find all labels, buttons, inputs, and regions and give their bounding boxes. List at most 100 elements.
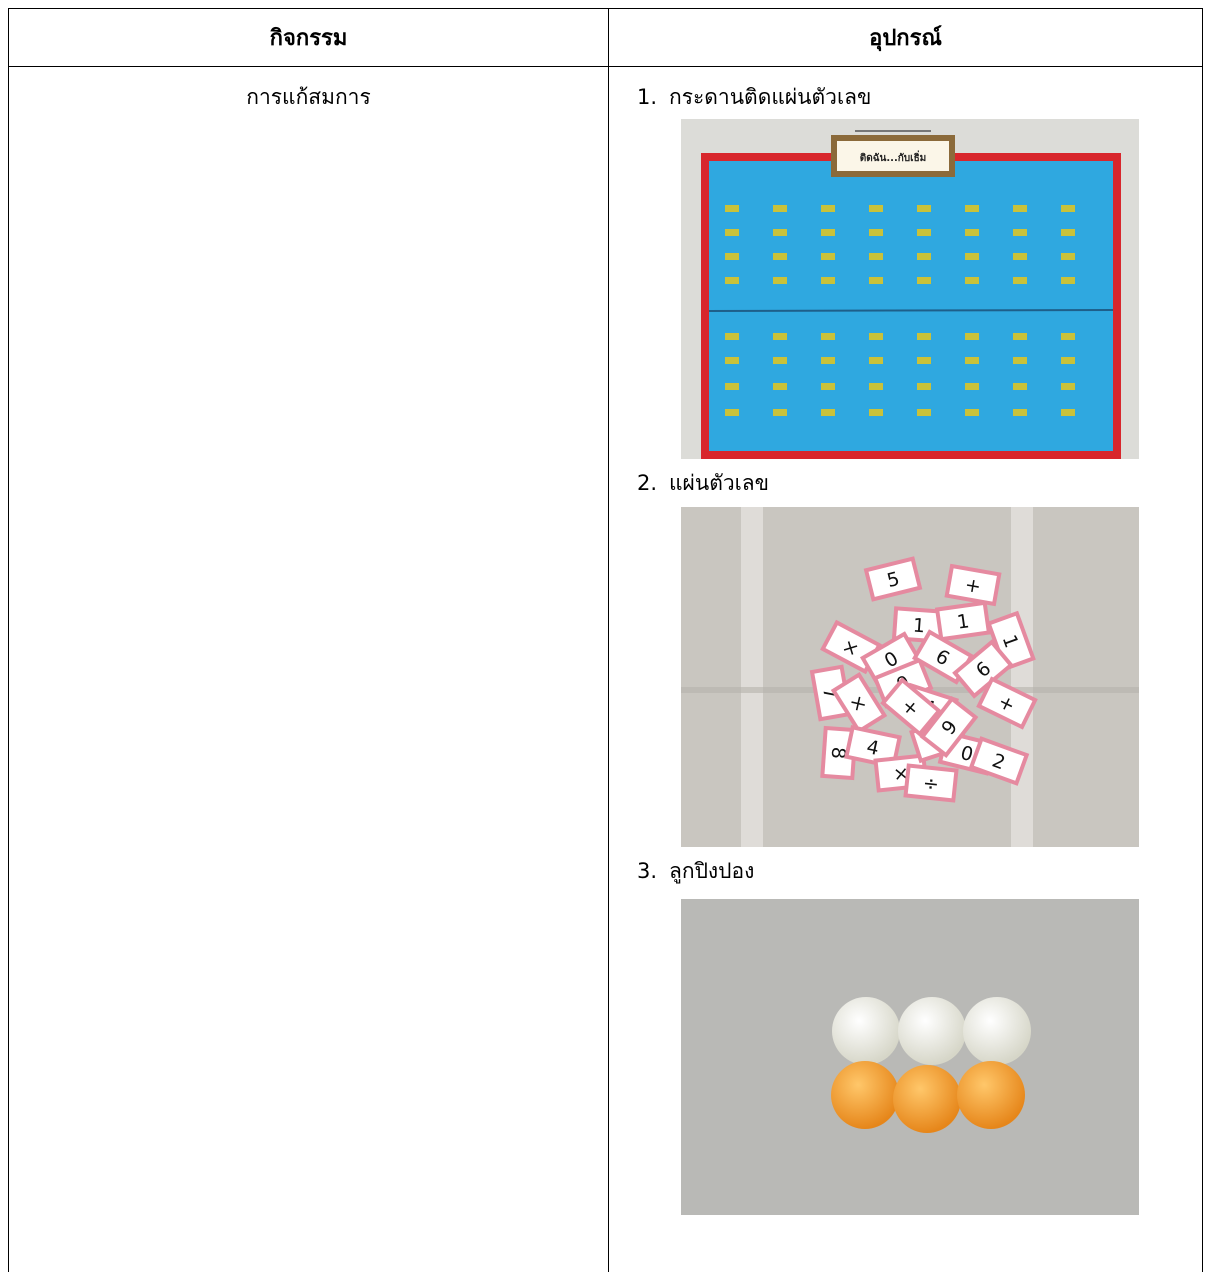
number-card-label: 1 <box>912 615 926 638</box>
board-tab <box>965 229 979 236</box>
board-tab <box>725 205 739 212</box>
board-tab <box>869 409 883 416</box>
orange-ball <box>893 1065 961 1133</box>
board-tab <box>1061 229 1075 236</box>
equipment-list: 1. กระดานติดแผ่นตัวเลข ติดฉัน...กับเธิ่ม <box>609 67 1202 1215</box>
board-tab <box>917 357 931 364</box>
board-tab <box>869 277 883 284</box>
number-card-label: 8 <box>827 746 850 760</box>
board-tab <box>965 357 979 364</box>
board-tab <box>773 409 787 416</box>
orange-ball <box>831 1061 899 1129</box>
number-card-label: 0 <box>958 742 975 766</box>
board-tab <box>917 253 931 260</box>
board-tab <box>1013 409 1027 416</box>
number-card: 9 <box>919 696 979 758</box>
board-tab <box>965 205 979 212</box>
board-tab <box>1061 253 1075 260</box>
board-tab <box>821 205 835 212</box>
item-number: 3. <box>637 859 658 883</box>
board-tab <box>725 229 739 236</box>
activity-equipment-table: กิจกรรม อุปกรณ์ การแก้สมการ 1. กระดานติด… <box>8 8 1203 1272</box>
board-tab <box>1061 205 1075 212</box>
board-tab <box>773 357 787 364</box>
item-label: แผ่นตัวเลข <box>669 471 770 495</box>
board-tab <box>725 333 739 340</box>
white-ball <box>963 997 1031 1065</box>
board-tab <box>725 277 739 284</box>
board-tab <box>917 383 931 390</box>
number-card: 1 <box>934 600 992 642</box>
white-ball <box>898 997 966 1065</box>
balls-photo <box>681 899 1139 1215</box>
board-tab <box>917 333 931 340</box>
board-tab <box>869 383 883 390</box>
board-surface <box>709 161 1113 451</box>
number-card: 2 <box>968 736 1030 786</box>
board-tab <box>1013 253 1027 260</box>
board-tab <box>773 205 787 212</box>
orange-ball <box>957 1061 1025 1129</box>
number-card-label: ÷ <box>922 772 940 796</box>
board-tab <box>773 383 787 390</box>
board-tab <box>821 333 835 340</box>
board-tab <box>773 229 787 236</box>
number-card: 5 <box>863 556 923 602</box>
number-card: × <box>830 671 888 735</box>
board-sign-text: ติดฉัน...กับเธิ่ม <box>860 150 927 164</box>
board-tab <box>1061 357 1075 364</box>
board-tab <box>917 409 931 416</box>
board-tab <box>725 409 739 416</box>
number-card-label: 4 <box>865 736 881 760</box>
number-card: ÷ <box>903 763 959 803</box>
body-row: การแก้สมการ 1. กระดานติดแผ่นตัวเลข <box>8 66 1203 1272</box>
balls-photo-image <box>681 899 1139 1215</box>
item-label: ลูกปิงปอง <box>669 859 755 883</box>
board-tab <box>869 205 883 212</box>
board-tab <box>725 253 739 260</box>
number-card: + <box>976 676 1038 730</box>
number-card: + <box>944 563 1002 607</box>
board-tab <box>1061 383 1075 390</box>
board-tab <box>821 253 835 260</box>
board-tab <box>917 229 931 236</box>
board-tab <box>869 253 883 260</box>
board-tab <box>725 383 739 390</box>
board-tab <box>869 357 883 364</box>
board-tab <box>965 277 979 284</box>
cards-photo-image: 5+111×07×9664+84×8029÷+ <box>681 507 1139 847</box>
number-card-label: + <box>963 574 983 598</box>
equipment-cell: 1. กระดานติดแผ่นตัวเลข ติดฉัน...กับเธิ่ม <box>608 66 1203 1272</box>
board-tab <box>917 205 931 212</box>
activity-cell: การแก้สมการ <box>8 66 609 1272</box>
equipment-item-board: 1. กระดานติดแผ่นตัวเลข <box>637 81 1202 115</box>
board-tab <box>965 253 979 260</box>
board-tab <box>821 383 835 390</box>
board-tab <box>1013 277 1027 284</box>
item-number: 2. <box>637 471 658 495</box>
board-tab <box>965 383 979 390</box>
number-card: 6 <box>952 639 1014 699</box>
board-tab <box>1013 357 1027 364</box>
board-tab <box>1061 333 1075 340</box>
board-tab <box>773 333 787 340</box>
number-card-label: 1 <box>956 610 971 633</box>
white-ball <box>832 997 900 1065</box>
board-photo: ติดฉัน...กับเธิ่ม <box>681 119 1139 459</box>
number-card: + <box>880 677 942 737</box>
board-tab <box>821 409 835 416</box>
board-tab <box>821 357 835 364</box>
number-card-label: 5 <box>885 568 902 592</box>
board-tab <box>773 277 787 284</box>
board-tab <box>1013 205 1027 212</box>
board-tab <box>1013 333 1027 340</box>
item-number: 1. <box>637 85 658 109</box>
board-tab <box>1013 383 1027 390</box>
header-row: กิจกรรม อุปกรณ์ <box>8 8 1203 67</box>
board-tab <box>1013 229 1027 236</box>
equipment-item-cards: 2. แผ่นตัวเลข <box>637 467 1202 501</box>
board-tab <box>821 229 835 236</box>
number-card: 0 <box>859 631 923 687</box>
board-tab <box>869 229 883 236</box>
board-tab <box>725 357 739 364</box>
